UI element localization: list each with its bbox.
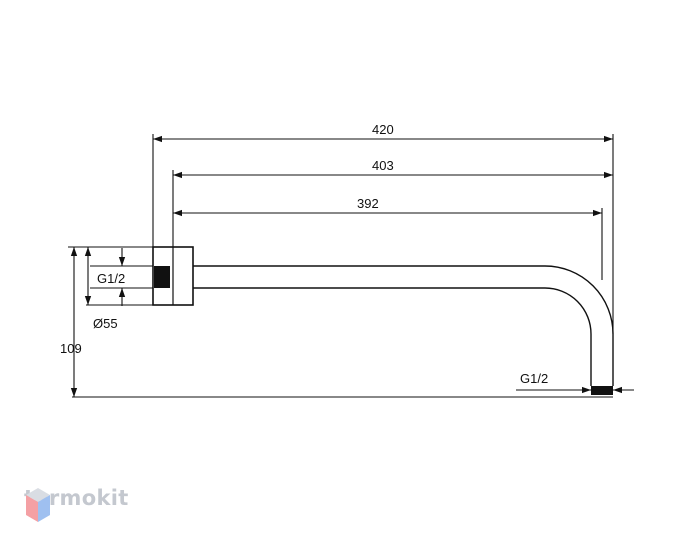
dim-text-inlet-thread: G1/2 <box>97 271 125 286</box>
dim-text-420: 420 <box>372 122 394 137</box>
arm-pipe-bottom <box>193 287 592 386</box>
flange-inlet-block <box>154 266 170 288</box>
dim-text-403: 403 <box>372 158 394 173</box>
dim-text-109: 109 <box>60 341 82 356</box>
termokit-logo: termokit <box>24 486 129 522</box>
dim-text-outlet-thread: G1/2 <box>520 371 548 386</box>
cube-logo-icon <box>26 488 50 522</box>
dim-text-flange-diameter: Ø55 <box>93 316 118 331</box>
dim-text-392: 392 <box>357 196 379 211</box>
arm-pipe-top <box>193 265 614 386</box>
outlet-nut <box>591 386 613 395</box>
